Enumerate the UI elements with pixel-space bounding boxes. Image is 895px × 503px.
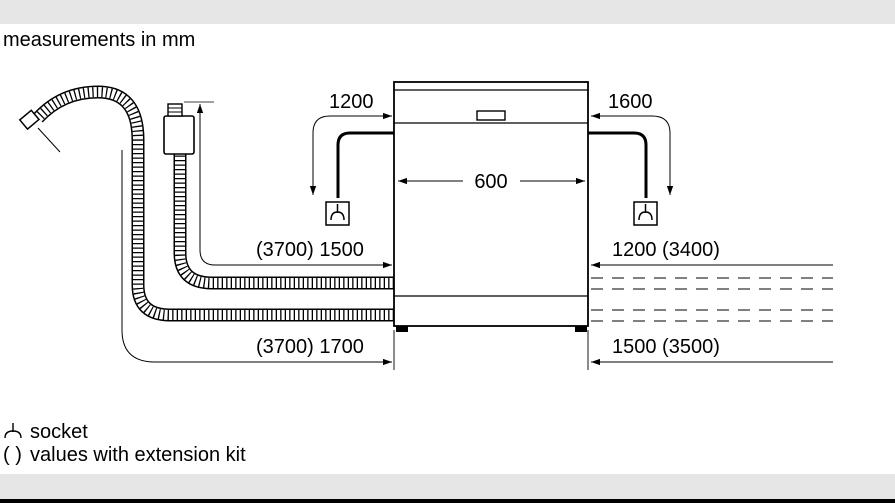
legend-extension-label: values with extension kit: [30, 444, 246, 466]
inlet-connector-icon: [18, 109, 41, 131]
width-dimension: 600: [474, 171, 507, 193]
right-cable-dimension: 1600: [608, 91, 653, 113]
drain-connector-icon: [163, 115, 195, 155]
foot-left: [396, 326, 408, 332]
left-upper-dimension: (3700) 1500: [256, 239, 364, 261]
socket-legend-icon: [4, 423, 22, 439]
left-lower-dimension: (3700) 1700: [256, 336, 364, 358]
socket-left-icon: [325, 201, 350, 226]
power-cable-right: [588, 131, 648, 198]
right-upper-dimension: 1200 (3400): [612, 239, 720, 261]
legend-socket-label: socket: [30, 421, 88, 443]
measurements-title: measurements in mm: [3, 29, 195, 51]
drain-hose: [163, 103, 394, 290]
bottom-divider: [0, 499, 895, 503]
left-cable-dimension: 1200: [329, 91, 374, 113]
control-display: [476, 110, 506, 121]
hose-extension-lines: [591, 277, 833, 322]
socket-right-icon: [633, 201, 658, 226]
legend-paren-symbol: ( ): [3, 444, 22, 466]
legend: socket ( ) values with extension kit: [3, 421, 246, 466]
dishwasher: [393, 81, 589, 332]
right-lower-dimension: 1500 (3500): [612, 336, 720, 358]
inlet-hose: [18, 85, 394, 322]
power-cable-left: [336, 131, 394, 198]
foot-right: [575, 326, 587, 332]
